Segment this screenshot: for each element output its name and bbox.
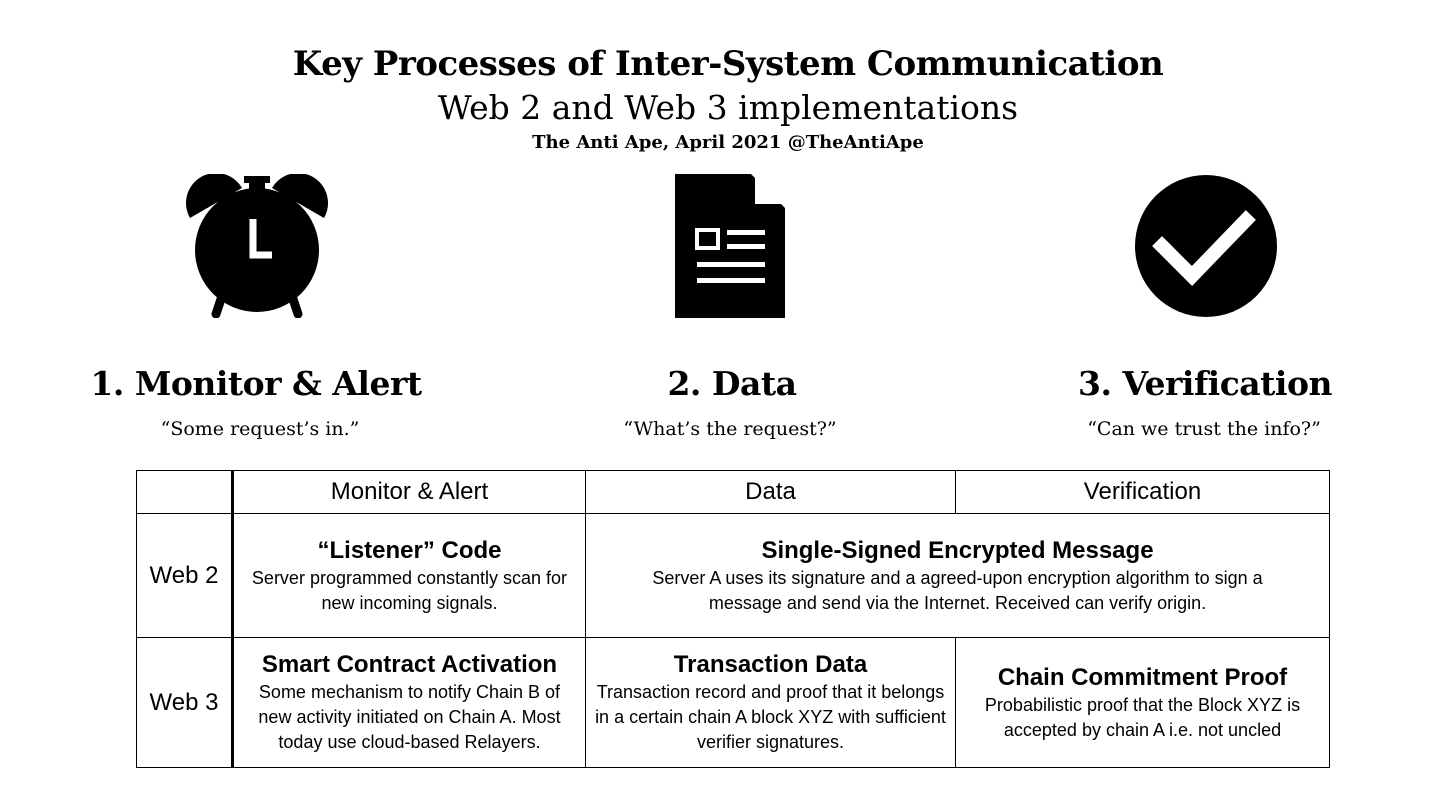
cell-title: Smart Contract Activation (261, 651, 558, 678)
cell-web3-monitor: Smart Contract Activation Some mechanism… (232, 637, 586, 768)
cell-web3-verification: Chain Commitment Proof Probabilistic pro… (955, 637, 1330, 768)
process-quote-verification: “Can we trust the info?” (1087, 418, 1321, 440)
row-label-web3: Web 3 (136, 637, 234, 768)
cell-title: Transaction Data (673, 651, 868, 678)
process-title-data: 2. Data (667, 364, 797, 403)
table-header-row: Monitor & Alert Data Verification (136, 470, 1330, 514)
diagram-title: Key Processes of Inter-System Communicat… (292, 44, 1164, 84)
cell-title: “Listener” Code (317, 536, 502, 564)
alarm-clock-icon (186, 174, 328, 318)
diagram-subtitle: Web 2 and Web 3 implementations (437, 88, 1019, 127)
cell-description: Server programmed constantly scan for ne… (251, 567, 568, 613)
cell-description: Server A uses its signature and a agreed… (652, 567, 1263, 613)
checkmark-circle-icon (1134, 174, 1278, 318)
cell-description: Probabilistic proof that the Block XYZ i… (984, 694, 1301, 740)
cell-web2-data-verification: Single-Signed Encrypted Message Server A… (585, 513, 1330, 638)
cell-title: Single-Signed Encrypted Message (761, 536, 1154, 564)
column-header-data: Data (585, 470, 956, 514)
cell-title: Chain Commitment Proof (997, 663, 1288, 691)
process-quote-data: “What’s the request?” (623, 418, 837, 440)
table-row-web3: Web 3 Smart Contract Activation Some mec… (136, 637, 1330, 768)
table-row-web2: Web 2 “Listener” Code Server programmed … (136, 513, 1330, 638)
column-header-verification: Verification (955, 470, 1330, 514)
process-quote-monitor: “Some request’s in.” (160, 418, 360, 440)
cell-web3-data: Transaction Data Transaction record and … (585, 637, 956, 768)
document-icon (675, 174, 787, 318)
process-title-verification: 3. Verification (1078, 364, 1332, 403)
row-label-web2: Web 2 (136, 513, 234, 638)
cell-description: Transaction record and proof that it bel… (595, 682, 946, 752)
comparison-table: Monitor & Alert Data Verification Web 2 … (136, 470, 1330, 768)
process-title-monitor: 1. Monitor & Alert (90, 364, 422, 403)
column-header-monitor: Monitor & Alert (232, 470, 586, 514)
cell-description: Some mechanism to notify Chain B of new … (258, 682, 561, 752)
author-credit: The Anti Ape, April 2021 @TheAntiApe (532, 132, 924, 153)
cell-web2-monitor: “Listener” Code Server programmed consta… (232, 513, 586, 638)
header-empty-cell (136, 470, 234, 514)
